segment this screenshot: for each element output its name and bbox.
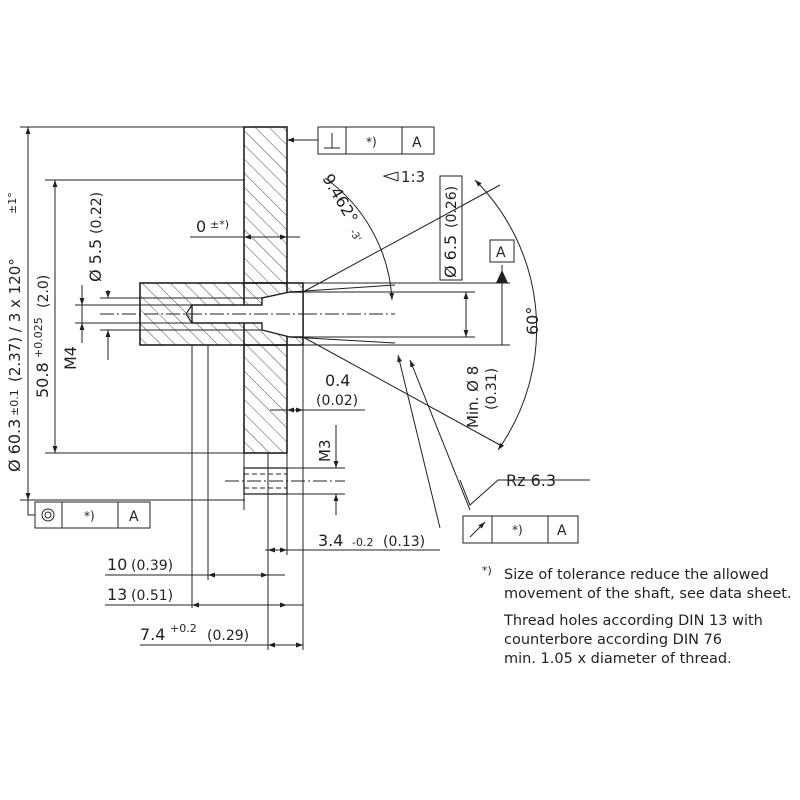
thread-note-line-1: Thread holes according DIN 13 with: [504, 613, 763, 629]
dim-0-4-in: (0.02): [316, 393, 358, 409]
dim-7-4-tol: +0.2: [170, 622, 197, 635]
dim-d65-in: (0.26): [444, 186, 460, 228]
footnote-line-1: Size of tolerance reduce the allowed: [504, 567, 769, 583]
flange-lower: [243, 344, 288, 454]
dim-60-3-in: (2.37) / 3 x 120°: [6, 258, 24, 382]
dim-m4: M4: [61, 346, 80, 370]
footnote-mark: *): [482, 564, 492, 577]
dim-13: 13: [107, 585, 127, 604]
dim-min-d8-in: (0.31): [484, 368, 500, 410]
perpendicularity-icon: [324, 133, 340, 149]
dim-0-4: 0.4: [325, 371, 350, 390]
taper-icon: [382, 171, 399, 182]
dim-d55-in: (0.22): [89, 192, 105, 234]
dim-min-d8: Min. Ø 8: [464, 366, 482, 428]
dim-3-4: 3.4: [318, 531, 343, 550]
dim-7-4-in: (0.29): [207, 628, 249, 644]
thread-note-line-2: counterbore according DIN 76: [504, 632, 723, 648]
dim-10: 10: [107, 555, 127, 574]
dimension-texts: 0 ±*) 1:3 9.462° -3' Ø 6.5 (0.26) Ø 5.5 …: [5, 168, 556, 644]
dim-3-4-tol: -0.2: [352, 536, 373, 549]
dim-7-4: 7.4: [140, 625, 165, 644]
concentricity-icon: [41, 508, 55, 522]
dim-m3: M3: [316, 440, 334, 463]
dim-angle-9462-tol: -3': [347, 227, 363, 244]
dim-50-8-in: (2.0): [36, 275, 52, 308]
fcf-concentricity: *) A: [27, 500, 151, 529]
dim-60-3-tol2: ±1°: [6, 192, 19, 214]
dim-50-8-tol: +0.025: [32, 317, 45, 358]
conc-datum: A: [129, 509, 139, 525]
dim-60-3: Ø 60.3: [5, 419, 24, 472]
dim-d55: Ø 5.5: [86, 239, 105, 282]
dim-d65: Ø 6.5: [441, 235, 460, 278]
flange-upper: [243, 126, 288, 284]
datum-label: A: [496, 245, 506, 261]
dim-10-in: (0.39): [131, 558, 173, 574]
part-geometry: [100, 126, 345, 495]
runout-datum: A: [557, 523, 567, 539]
datum-a-symbol: A: [489, 239, 515, 283]
dimension-lines: [20, 126, 590, 650]
dim-rz: Rz 6.3: [506, 471, 556, 490]
dim-13-in: (0.51): [131, 588, 173, 604]
perp-star: *): [366, 135, 377, 149]
datum-triangle-icon: [496, 270, 508, 283]
circular-runout-icon: [469, 521, 486, 538]
fcf-runout: *) A: [462, 515, 579, 544]
dim-tir: 0: [196, 217, 206, 236]
fcf-perpendicularity: *) A: [287, 126, 435, 155]
dim-angle-60: 60°: [523, 307, 542, 335]
conc-star: *): [84, 509, 95, 523]
dim-taper: 1:3: [401, 168, 425, 186]
dim-3-4-in: (0.13): [383, 534, 425, 550]
footnote-line-2: movement of the shaft, see data sheet.: [504, 586, 792, 602]
runout-star: *): [512, 523, 523, 537]
dim-50-8: 50.8: [33, 362, 52, 398]
perp-datum: A: [412, 135, 422, 151]
thread-note-line-3: min. 1.05 x diameter of thread.: [504, 651, 732, 667]
dim-angle-9462: 9.462°: [319, 171, 362, 227]
dim-tir-tol: ±*): [210, 218, 229, 231]
dim-60-3-tol: ±0.1: [8, 389, 21, 416]
